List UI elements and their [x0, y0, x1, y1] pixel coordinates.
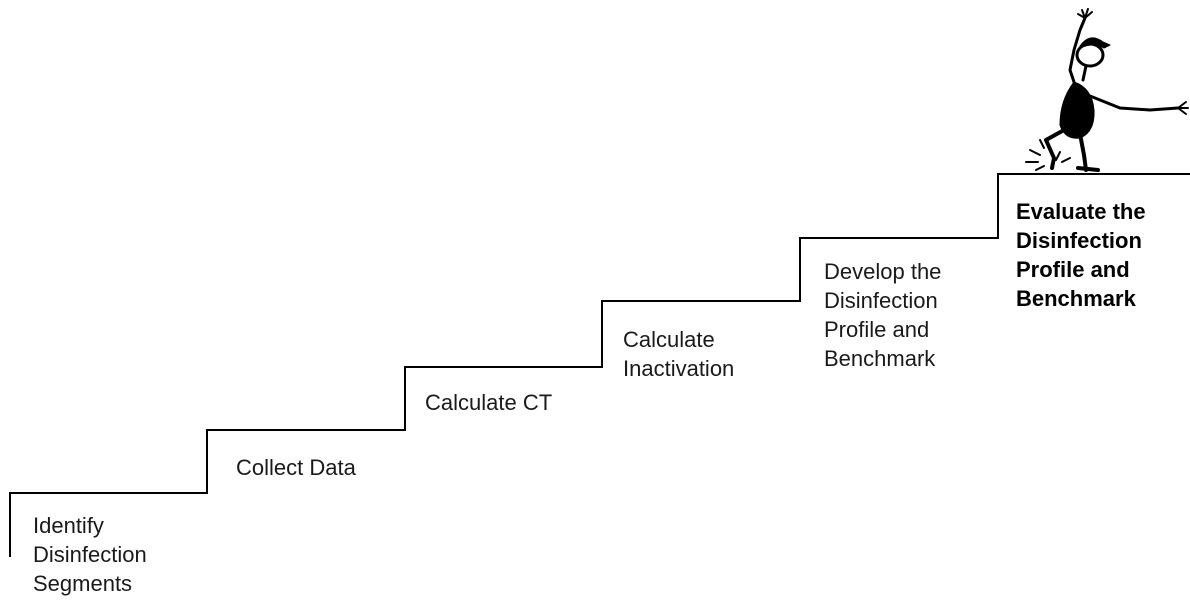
step-label-calculate-ct: Calculate CT	[425, 390, 553, 415]
step-label-collect-data: Collect Data	[236, 455, 356, 480]
step-label-evaluate-profile: Evaluate the Disinfection Profile and Be…	[1016, 199, 1146, 311]
step-label-identify-segments: Identify Disinfection Segments	[33, 513, 147, 596]
staircase-line	[9, 173, 1190, 557]
step-label-calculate-inactivation: Calculate Inactivation	[623, 327, 735, 381]
stick-figure-icon	[1025, 8, 1189, 172]
step-label-develop-profile: Develop the Disinfection Profile and Ben…	[824, 259, 942, 371]
